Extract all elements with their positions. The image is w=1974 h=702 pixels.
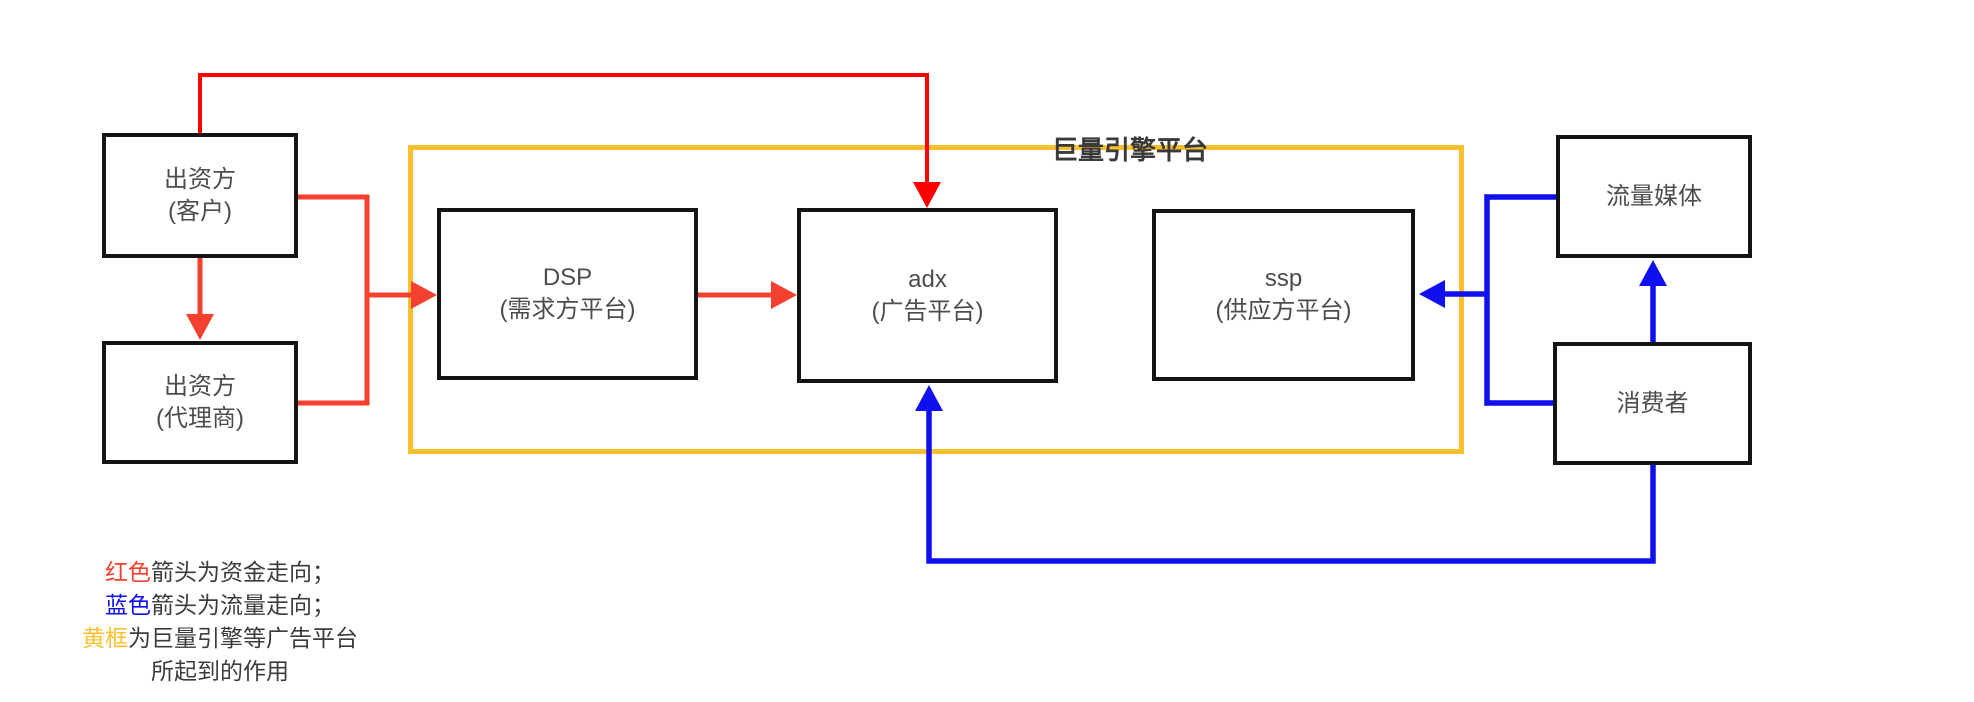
node-dsp: DSP (需求方平台) [437,208,698,380]
money-arrow-client-to-agent [186,258,214,340]
node-label: DSP [542,264,593,291]
node-ssp: ssp (供应方平台) [1152,209,1415,381]
legend: 红色箭头为资金走向； 蓝色箭头为流量走向； 黄框为巨量引擎等广告平台 所起到的作… [30,556,410,688]
node-sublabel: (需求方平台) [499,296,636,323]
legend-blue-text: 箭头为流量走向； [151,592,335,618]
node-label: adx [908,265,947,293]
traffic-arrow-consumer-to-media [1639,260,1667,342]
platform-frame-label: 巨量引擎平台 [1051,135,1208,165]
node-funder-client: 出资方 (客户) [102,133,298,258]
legend-yellow-term: 黄框 [82,625,128,651]
legend-blue-term: 蓝色 [105,592,151,618]
legend-line-money: 红色箭头为资金走向； [30,556,410,589]
node-sublabel: (客户) [168,197,232,225]
node-sublabel: (代理商) [156,404,244,432]
node-label: 流量媒体 [1606,182,1702,210]
node-traffic-media: 流量媒体 [1556,135,1752,258]
legend-line-frame-cont: 所起到的作用 [151,658,289,684]
node-label: 出资方 [164,165,236,193]
legend-line-traffic: 蓝色箭头为流量走向； [30,589,410,622]
node-sublabel: (广告平台) [871,297,984,325]
node-label: ssp [1264,265,1303,292]
node-label: 消费者 [1616,389,1689,417]
legend-red-text: 箭头为资金走向； [151,559,335,585]
legend-line-frame: 黄框为巨量引擎等广告平台 [30,622,410,655]
node-funder-agent: 出资方 (代理商) [102,341,298,464]
legend-yellow-text: 为巨量引擎等广告平台 [128,625,358,651]
node-sublabel: (供应方平台) [1215,297,1352,324]
legend-red-term: 红色 [105,559,151,585]
node-adx: adx (广告平台) [797,208,1058,383]
node-label: 出资方 [164,372,236,400]
node-consumer: 消费者 [1553,342,1752,465]
